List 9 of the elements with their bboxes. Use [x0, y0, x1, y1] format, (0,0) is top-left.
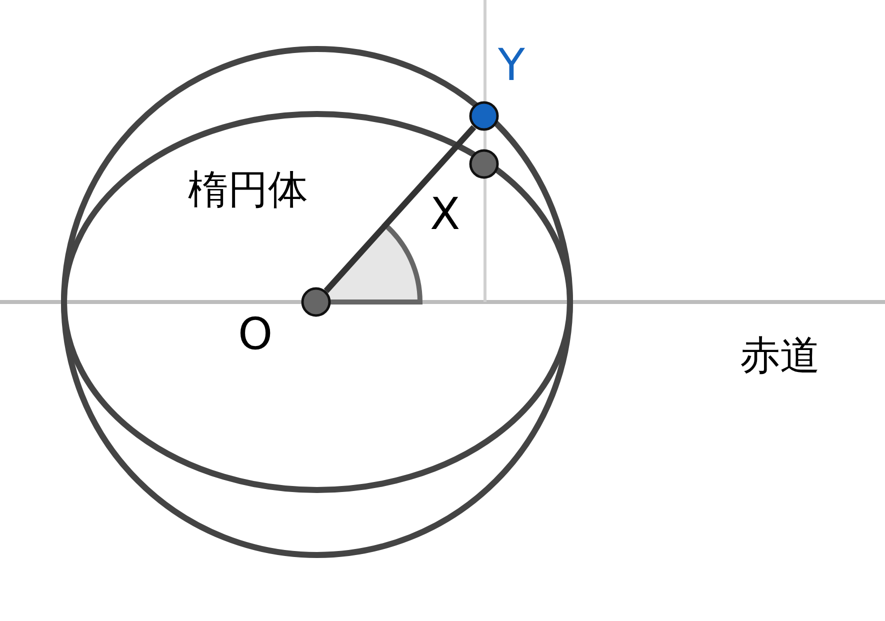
point-label: X [430, 193, 460, 237]
radius-line [324, 125, 476, 293]
point-marker [469, 101, 499, 131]
equator-label: 赤道 [740, 336, 820, 376]
point-marker [301, 287, 331, 317]
point-label: O [238, 313, 273, 357]
point-label: Y [498, 44, 525, 88]
point-marker [469, 149, 499, 179]
ellipsoid-label: 楕円体 [188, 170, 308, 210]
